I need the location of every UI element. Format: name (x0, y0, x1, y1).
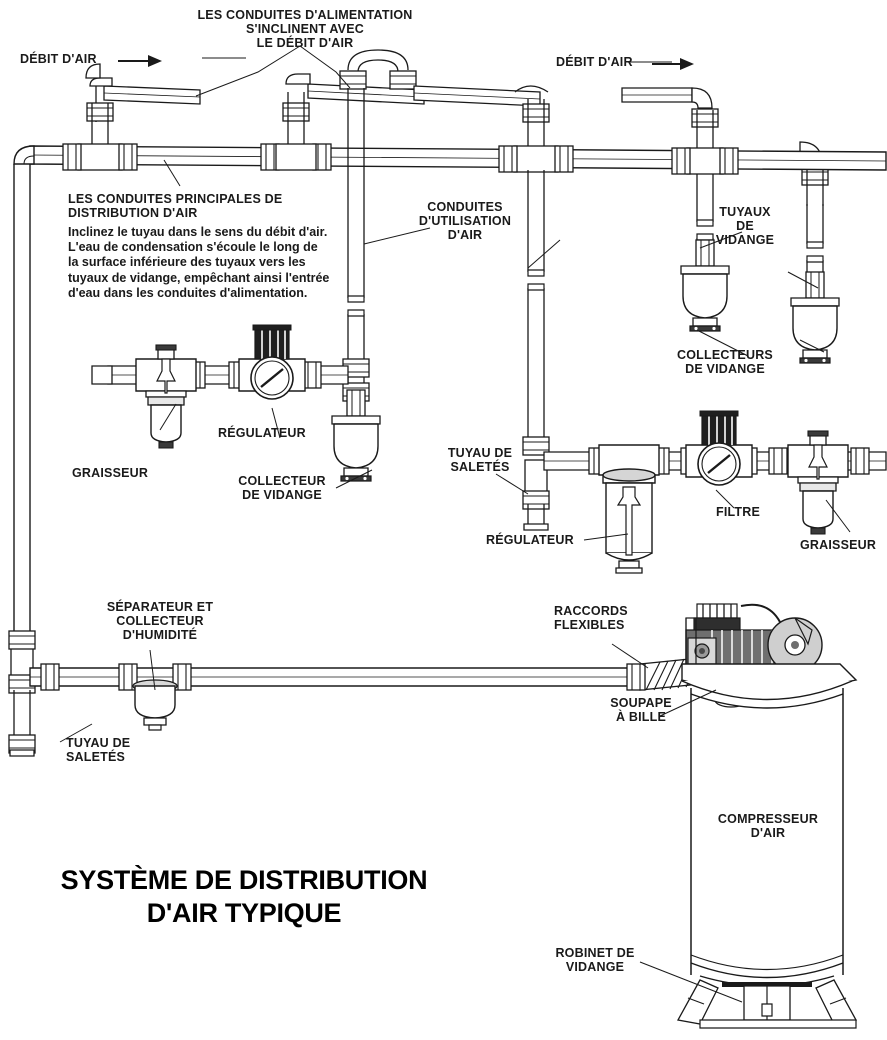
label-lubricator-left: GRAISSEUR (72, 466, 149, 480)
label-regulator-left: RÉGULATEUR (218, 426, 306, 440)
left-vertical-main (8, 164, 36, 757)
airflow-arrows (118, 55, 694, 70)
leader-lines (59, 45, 851, 1003)
regulator-filter-bowl (598, 444, 660, 574)
label-air-compressor: COMPRESSEUR D'AIR (717, 812, 819, 840)
lubricator-left (135, 344, 197, 449)
label-dirt-pipe-left: TUYAU DE SALETÉS (66, 736, 131, 764)
filter-unit (684, 409, 754, 487)
label-dirt-pipe-mid: TUYAU DE SALETÉS (447, 446, 513, 474)
label-filter: FILTRE (716, 505, 761, 519)
main-distribution-header (13, 143, 887, 175)
label-use-lines: CONDUITES D'UTILISATION D'AIR (418, 200, 512, 242)
left-frl-branch (91, 323, 349, 449)
label-feeder-slope: LES CONDUITES D'ALIMENTATION S'INCLINENT… (197, 8, 413, 50)
drain-collector-1 (680, 239, 730, 332)
lubricator-right (787, 430, 849, 535)
label-main-lines-body: Inclinez le tuyau dans le sens du débit … (68, 225, 330, 300)
label-lubricator-right: GRAISSEUR (800, 538, 877, 552)
label-ball-valve: SOUPAPE À BILLE (610, 696, 672, 724)
label-drain-collectors: COLLECTEURS DE VIDANGE (677, 348, 773, 376)
feeder-lines-upper (85, 49, 829, 206)
lower-frl-branch (543, 409, 887, 574)
drop-leg-use-line (522, 170, 550, 531)
label-airflow-left: DÉBIT D'AIR (20, 52, 97, 66)
label-regulator-mid: RÉGULATEUR (486, 533, 574, 547)
label-separator: SÉPARATEUR ET COLLECTEUR D'HUMIDITÉ (106, 600, 214, 642)
drop-leg-drain-2 (790, 204, 840, 364)
air-compressor-tank (676, 663, 858, 1029)
bottom-supply-run (29, 663, 641, 731)
label-airflow-right: DÉBIT D'AIR (556, 55, 633, 69)
drain-collector-left (331, 389, 381, 482)
compressor-pump-assembly (685, 603, 823, 673)
page-title: SYSTÈME DE DISTRIBUTION D'AIR TYPIQUE (60, 865, 428, 928)
label-drain-collector-single: COLLECTEUR DE VIDANGE (238, 474, 326, 502)
drop-leg-drain-1 (680, 174, 730, 332)
drop-leg-left-group (331, 88, 381, 482)
label-drain-pipes: TUYAUX DE VIDANGE (715, 205, 775, 247)
label-flex-couplings: RACCORDS FLEXIBLES (554, 604, 628, 632)
label-drain-valve: ROBINET DE VIDANGE (555, 946, 635, 974)
regulator-left (237, 323, 307, 401)
label-main-lines-heading: LES CONDUITES PRINCIPALES DE DISTRIBUTIO… (68, 192, 283, 220)
